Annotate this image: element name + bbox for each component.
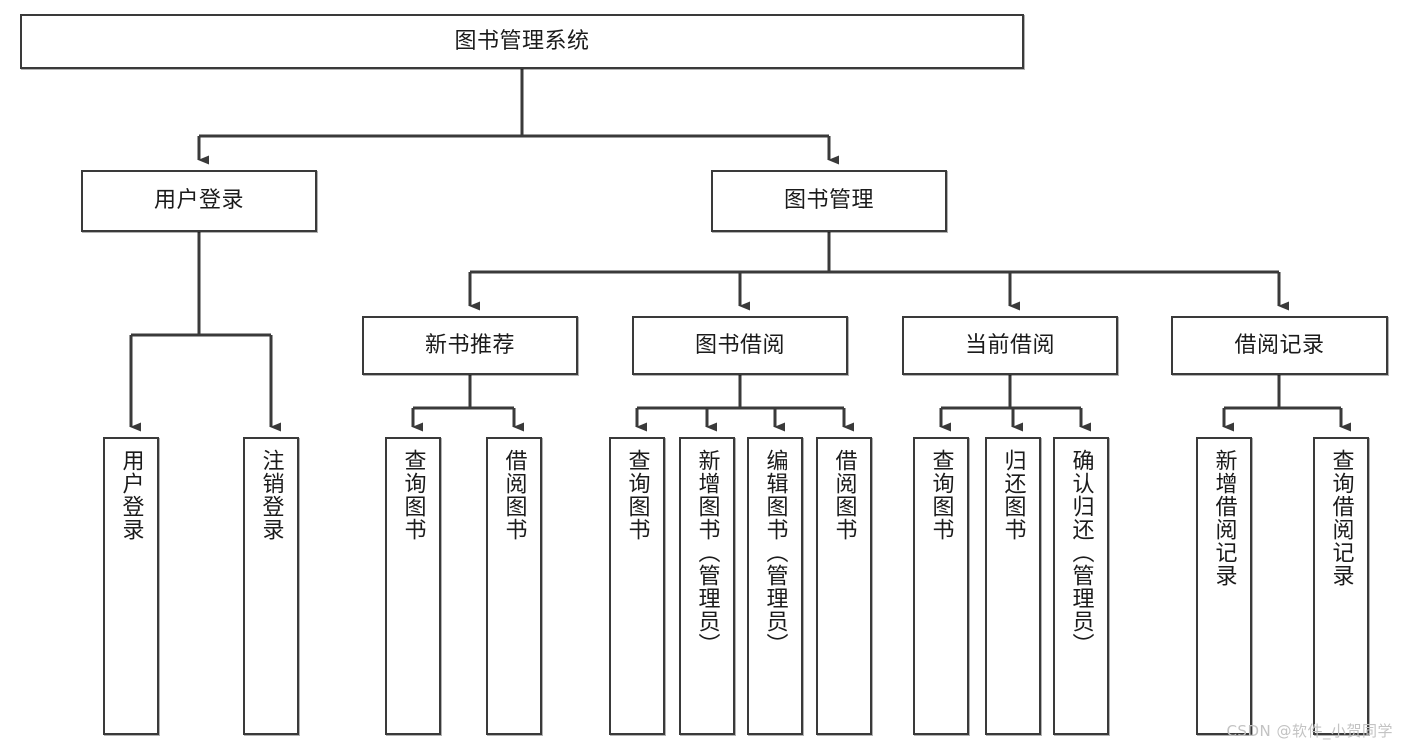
node-leaf-confirm-return[interactable]: 确认归还（管理员） — [1053, 437, 1109, 735]
node-leaf-user-login-label: 用户登录 — [118, 449, 144, 541]
node-book-manage[interactable]: 图书管理 — [711, 170, 947, 232]
node-leaf-return-book-label: 归还图书 — [1000, 449, 1026, 541]
node-root-label: 图书管理系统 — [454, 28, 590, 54]
node-leaf-return-book[interactable]: 归还图书 — [985, 437, 1041, 735]
node-new-book-rec[interactable]: 新书推荐 — [362, 316, 578, 375]
node-user-login-label: 用户登录 — [153, 188, 244, 214]
node-leaf-query-book-cur[interactable]: 查询图书 — [913, 437, 969, 735]
node-borrow-record[interactable]: 借阅记录 — [1171, 316, 1388, 375]
node-leaf-query-record-label: 查询借阅记录 — [1328, 449, 1354, 587]
node-current-borrow-label: 当前借阅 — [964, 332, 1055, 358]
node-leaf-query-record[interactable]: 查询借阅记录 — [1313, 437, 1369, 735]
node-leaf-add-book[interactable]: 新增图书（管理员） — [679, 437, 735, 735]
node-new-book-rec-label: 新书推荐 — [424, 332, 515, 358]
node-book-borrow[interactable]: 图书借阅 — [632, 316, 848, 375]
node-leaf-add-book-label: 新增图书（管理员） — [694, 449, 720, 656]
node-leaf-query-book-rec-label: 查询图书 — [400, 449, 426, 541]
node-leaf-query-book-cur-label: 查询图书 — [928, 449, 954, 541]
node-user-login[interactable]: 用户登录 — [81, 170, 317, 232]
node-leaf-borrow-book-label: 借阅图书 — [831, 449, 857, 541]
node-leaf-confirm-return-label: 确认归还（管理员） — [1068, 449, 1094, 656]
node-leaf-add-record-label: 新增借阅记录 — [1211, 449, 1237, 587]
node-leaf-borrow-book-rec-label: 借阅图书 — [501, 449, 527, 541]
node-book-manage-label: 图书管理 — [783, 188, 874, 214]
node-leaf-user-login[interactable]: 用户登录 — [103, 437, 159, 735]
node-leaf-query-book-borrow-label: 查询图书 — [624, 449, 650, 541]
node-leaf-query-book-borrow[interactable]: 查询图书 — [609, 437, 665, 735]
node-leaf-edit-book[interactable]: 编辑图书（管理员） — [747, 437, 803, 735]
node-leaf-borrow-book-rec[interactable]: 借阅图书 — [486, 437, 542, 735]
node-root[interactable]: 图书管理系统 — [20, 14, 1024, 69]
node-leaf-logout[interactable]: 注销登录 — [243, 437, 299, 735]
node-leaf-edit-book-label: 编辑图书（管理员） — [762, 449, 788, 656]
node-leaf-query-book-rec[interactable]: 查询图书 — [385, 437, 441, 735]
node-leaf-logout-label: 注销登录 — [258, 449, 284, 541]
node-book-borrow-label: 图书借阅 — [694, 332, 785, 358]
node-borrow-record-label: 借阅记录 — [1234, 332, 1325, 358]
node-leaf-add-record[interactable]: 新增借阅记录 — [1196, 437, 1252, 735]
node-current-borrow[interactable]: 当前借阅 — [902, 316, 1118, 375]
node-leaf-borrow-book[interactable]: 借阅图书 — [816, 437, 872, 735]
